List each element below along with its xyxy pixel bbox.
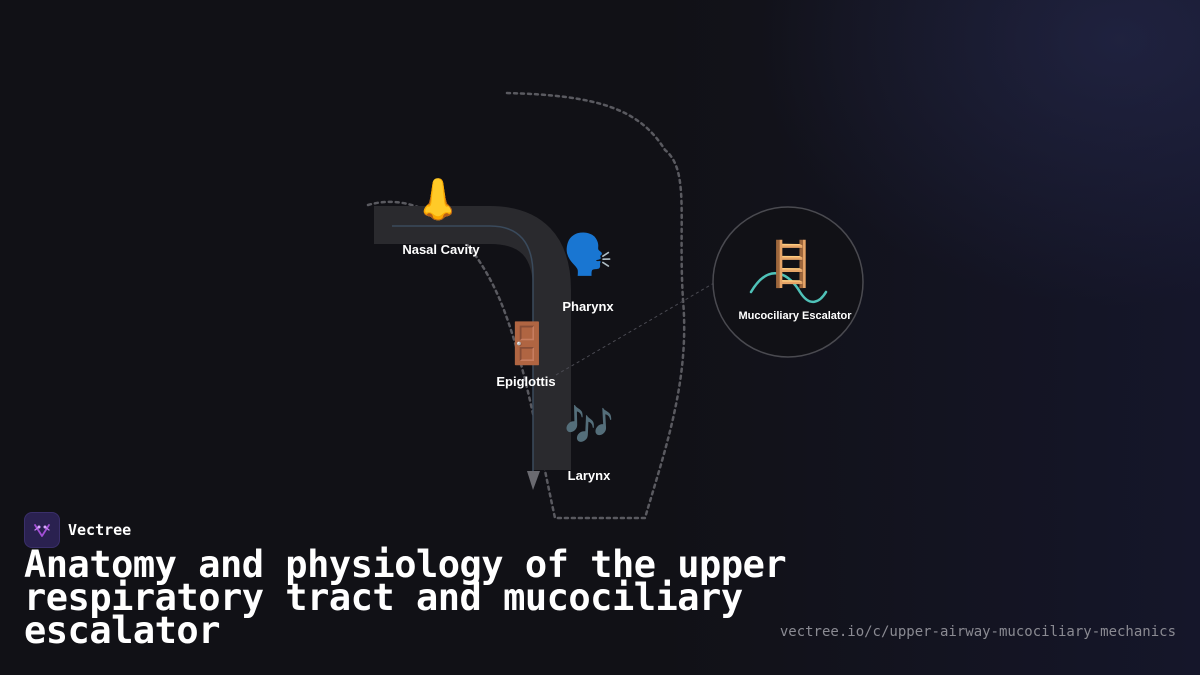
door-icon: 🚪	[502, 321, 552, 367]
airflow-arrowhead	[527, 471, 540, 490]
speaking-head-icon: 🗣️	[563, 232, 613, 278]
musical-notes-icon: 🎶	[564, 403, 614, 449]
source-url: vectree.io/c/upper-airway-mucociliary-me…	[779, 624, 1176, 640]
callout-connector	[555, 282, 715, 376]
head-outline	[366, 91, 686, 520]
brand-name: Vectree	[68, 521, 132, 539]
airway-tube	[374, 206, 571, 470]
cilia-wave	[749, 272, 828, 303]
page-title: Anatomy and physiology of the upper resp…	[24, 543, 787, 652]
ladder-icon: 🪜	[763, 239, 819, 290]
vectree-logo-icon	[24, 512, 60, 548]
brand: Vectree	[24, 512, 131, 548]
node-label-pharynx: Pharynx	[562, 299, 614, 314]
airflow-line	[392, 225, 534, 475]
node-label-nasal-cavity: Nasal Cavity	[402, 242, 480, 257]
callout-label-mucociliary-escalator: Mucociliary Escalator	[738, 310, 852, 322]
escalator-callout-circle	[712, 206, 864, 358]
node-label-epiglottis: Epiglottis	[496, 374, 556, 389]
nose-icon: 👃	[413, 177, 463, 223]
node-label-larynx: Larynx	[567, 468, 611, 483]
